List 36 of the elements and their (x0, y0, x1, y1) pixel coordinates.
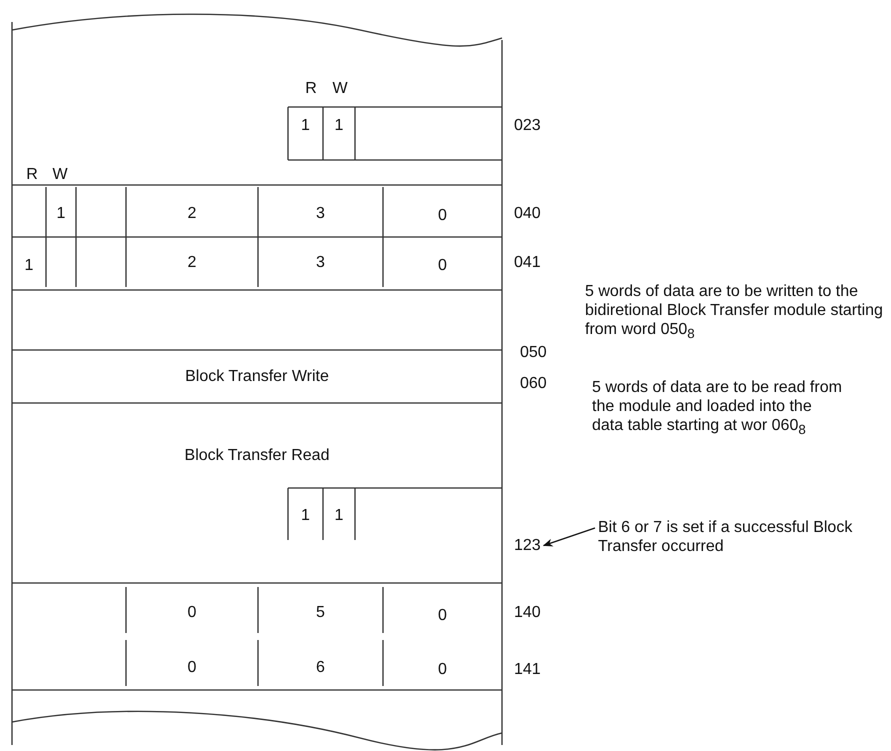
bit-value: 0 (437, 256, 448, 275)
bit-value: 2 (186, 253, 198, 272)
bit-value: 5 (315, 603, 326, 622)
bit-value: 1 (56, 204, 66, 223)
bit-value: 6 (315, 658, 326, 677)
note-text: 5 words of data are to be written to the bidiretional Block Transfer module starting from word 050$_{8}$ (585, 282, 884, 344)
bit-value: 1 (24, 256, 34, 275)
row-label: Block Transfer Write (184, 367, 330, 386)
column-header: R (304, 79, 318, 98)
bit-value: 0 (437, 206, 448, 225)
note-text: 5 words of data are to be read from the module and loaded into the data table starting at wor 060$_{8}$ (592, 378, 842, 440)
address-label: 141 (514, 660, 542, 679)
address-label: 123 (514, 536, 554, 555)
address-label: 050 (520, 343, 548, 362)
address-label: 140 (514, 603, 542, 622)
bit-value: 1 (300, 116, 311, 135)
bit-value: 0 (186, 658, 198, 677)
bit-value: 0 (437, 660, 448, 679)
address-label: 041 (514, 253, 542, 272)
column-header: W (331, 79, 349, 98)
address-label: 040 (514, 204, 542, 223)
column-header: W (51, 165, 69, 184)
column-header: R (25, 165, 39, 184)
bit-value: 2 (186, 204, 198, 223)
bit-value: 1 (334, 506, 344, 525)
bit-value: 3 (315, 204, 326, 223)
note-text: Bit 6 or 7 is set if a successful Block Transfer occurred (598, 518, 868, 556)
bit-value: 1 (300, 506, 311, 525)
bit-value: 3 (315, 253, 326, 272)
bit-value: 1 (334, 116, 344, 135)
arrow (542, 527, 596, 546)
bit-value: 0 (186, 603, 198, 622)
bit-value: 0 (437, 606, 448, 625)
row-label: Block Transfer Read (184, 446, 330, 465)
address-label: 023 (514, 116, 542, 135)
address-label: 060 (520, 374, 548, 393)
